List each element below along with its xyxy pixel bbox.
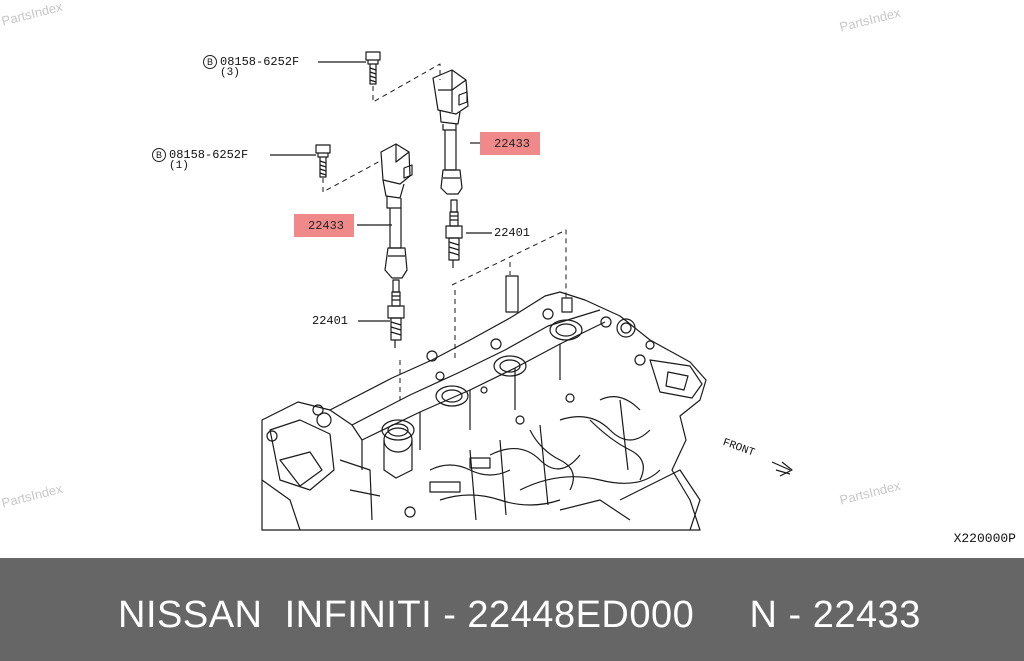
engine-head <box>261 275 707 531</box>
ignition-coil-left <box>380 143 413 279</box>
footer-bar: NISSAN INFINITI - 22448ED000 N - 22433 <box>0 558 1024 661</box>
spark-plug-left <box>387 279 405 348</box>
diagram-code: X220000P <box>953 531 1016 546</box>
callout-coil-left-highlight[interactable]: 22433 <box>294 214 355 237</box>
callout-bolt-symbol-top: B <box>203 55 217 69</box>
bolt-mid-icon <box>315 144 331 178</box>
footer-text: NISSAN INFINITI - 22448ED000 N - 22433 <box>118 594 921 636</box>
callout-bolt-top-qty: (3) <box>220 67 240 79</box>
callout-bolt-top-part: 08158-6252F <box>220 55 300 69</box>
bolt-top-icon <box>365 51 381 85</box>
callout-bolt-symbol-mid: B <box>152 148 166 162</box>
callout-bolt-mid-qty: (1) <box>169 160 189 172</box>
ignition-coil-right <box>432 69 469 195</box>
callout-plug-right: 22401 <box>494 226 531 240</box>
callout-coil-right-highlight[interactable]: 22433 <box>480 132 541 155</box>
engine-diagram <box>261 51 793 531</box>
front-arrow-icon <box>771 461 793 477</box>
callout-plug-left: 22401 <box>312 314 349 328</box>
callout-bolt-mid-part: 08158-6252F <box>169 148 249 162</box>
spark-plug-right <box>445 199 463 268</box>
